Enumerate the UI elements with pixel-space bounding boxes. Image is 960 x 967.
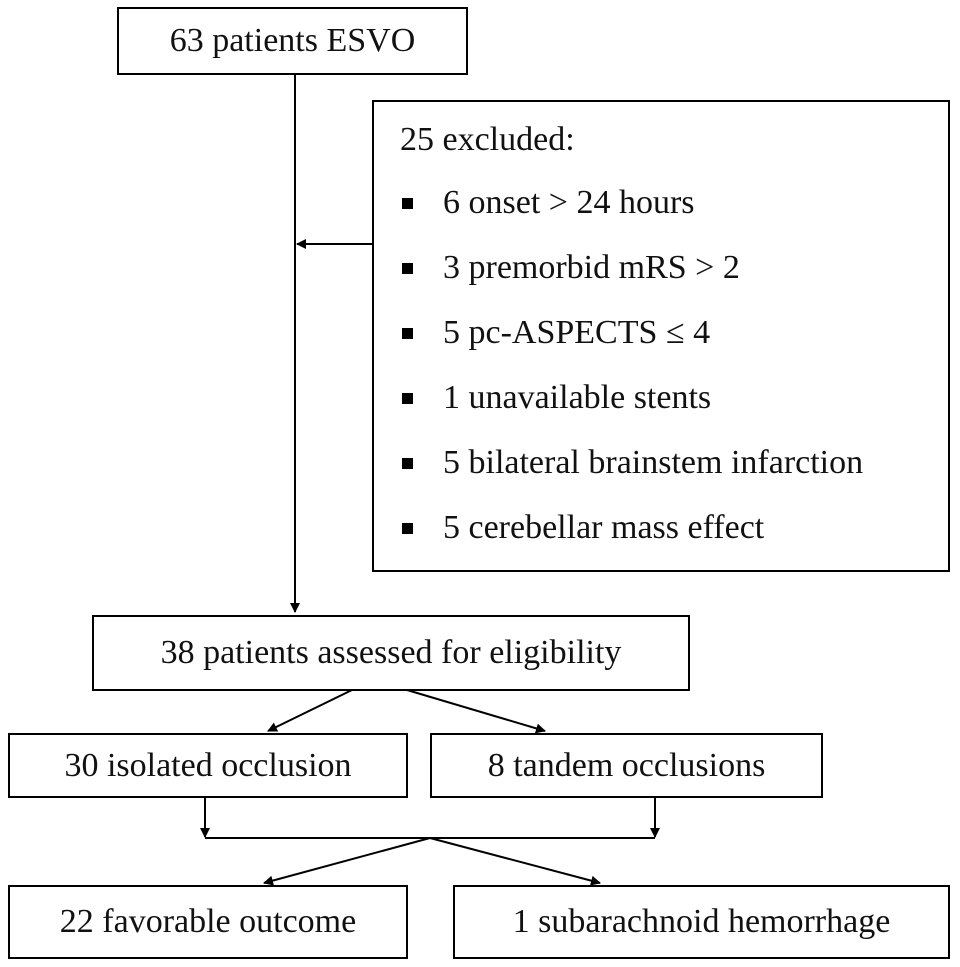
bullet-icon [402, 198, 413, 209]
excluded-box: 25 excluded: 6 onset > 24 hours 3 premor… [372, 100, 950, 572]
arrow-to-favorable [263, 837, 431, 886]
isolated-label: 30 isolated occlusion [64, 746, 352, 784]
tandem-label: 8 tandem occlusions [487, 746, 766, 784]
bullet-icon [402, 523, 413, 534]
list-item: 6 onset > 24 hours [400, 178, 948, 243]
isolated-box: 30 isolated occlusion [8, 733, 408, 798]
list-item: 1 unavailable stents [400, 373, 948, 438]
arrow-to-isolated [267, 689, 353, 732]
start-label: 63 patients ESVO [169, 22, 416, 59]
assessed-label: 38 patients assessed for eligibility [160, 634, 622, 671]
list-item: 5 bilateral brainstem infarction [400, 438, 948, 503]
favorable-label: 22 favorable outcome [59, 903, 357, 940]
assessed-box: 38 patients assessed for eligibility [92, 615, 690, 691]
bullet-icon [402, 263, 413, 274]
bullet-icon [402, 458, 413, 469]
list-item: 3 premorbid mRS > 2 [400, 243, 948, 308]
list-item: 5 pc-ASPECTS ≤ 4 [400, 308, 948, 373]
favorable-box: 22 favorable outcome [8, 885, 408, 959]
arrow-to-tandem [406, 689, 546, 734]
excluded-title: 25 excluded: [400, 121, 575, 158]
bullet-icon [402, 328, 413, 339]
excluded-reasons-list: 6 onset > 24 hours 3 premorbid mRS > 2 5… [400, 178, 948, 568]
list-item: 5 cerebellar mass effect [400, 503, 948, 568]
start-box: 63 patients ESVO [117, 7, 468, 75]
hemorrhage-label: 1 subarachnoid hemorrhage [512, 903, 891, 940]
hemorrhage-box: 1 subarachnoid hemorrhage [453, 885, 950, 959]
bullet-icon [402, 393, 413, 404]
tandem-box: 8 tandem occlusions [430, 733, 823, 798]
arrow-to-hemorrhage [429, 837, 601, 886]
